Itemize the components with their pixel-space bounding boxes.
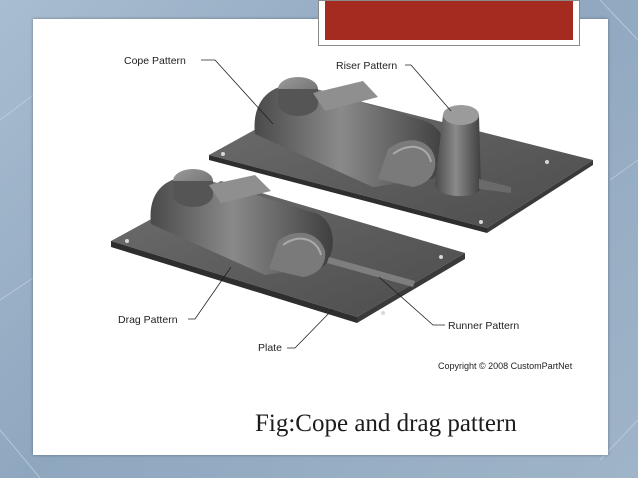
copyright-notice: Copyright © 2008 CustomPartNet (438, 361, 573, 371)
drag-body (150, 169, 415, 287)
runner-pattern-label: Runner Pattern (448, 320, 520, 332)
leader-lines (188, 59, 452, 349)
riser (435, 105, 511, 197)
cope-drag-illustration (111, 59, 593, 349)
title-bar-fill (325, 1, 573, 40)
cope-pattern-label: Cope Pattern (124, 55, 186, 67)
plate-label: Plate (258, 342, 282, 354)
title-placeholder (318, 0, 580, 46)
riser-pattern-label: Riser Pattern (336, 60, 398, 72)
figure-caption: Fig:Cope and drag pattern (255, 410, 517, 437)
drag-pattern-label: Drag Pattern (118, 314, 178, 326)
cope-body (254, 77, 446, 187)
